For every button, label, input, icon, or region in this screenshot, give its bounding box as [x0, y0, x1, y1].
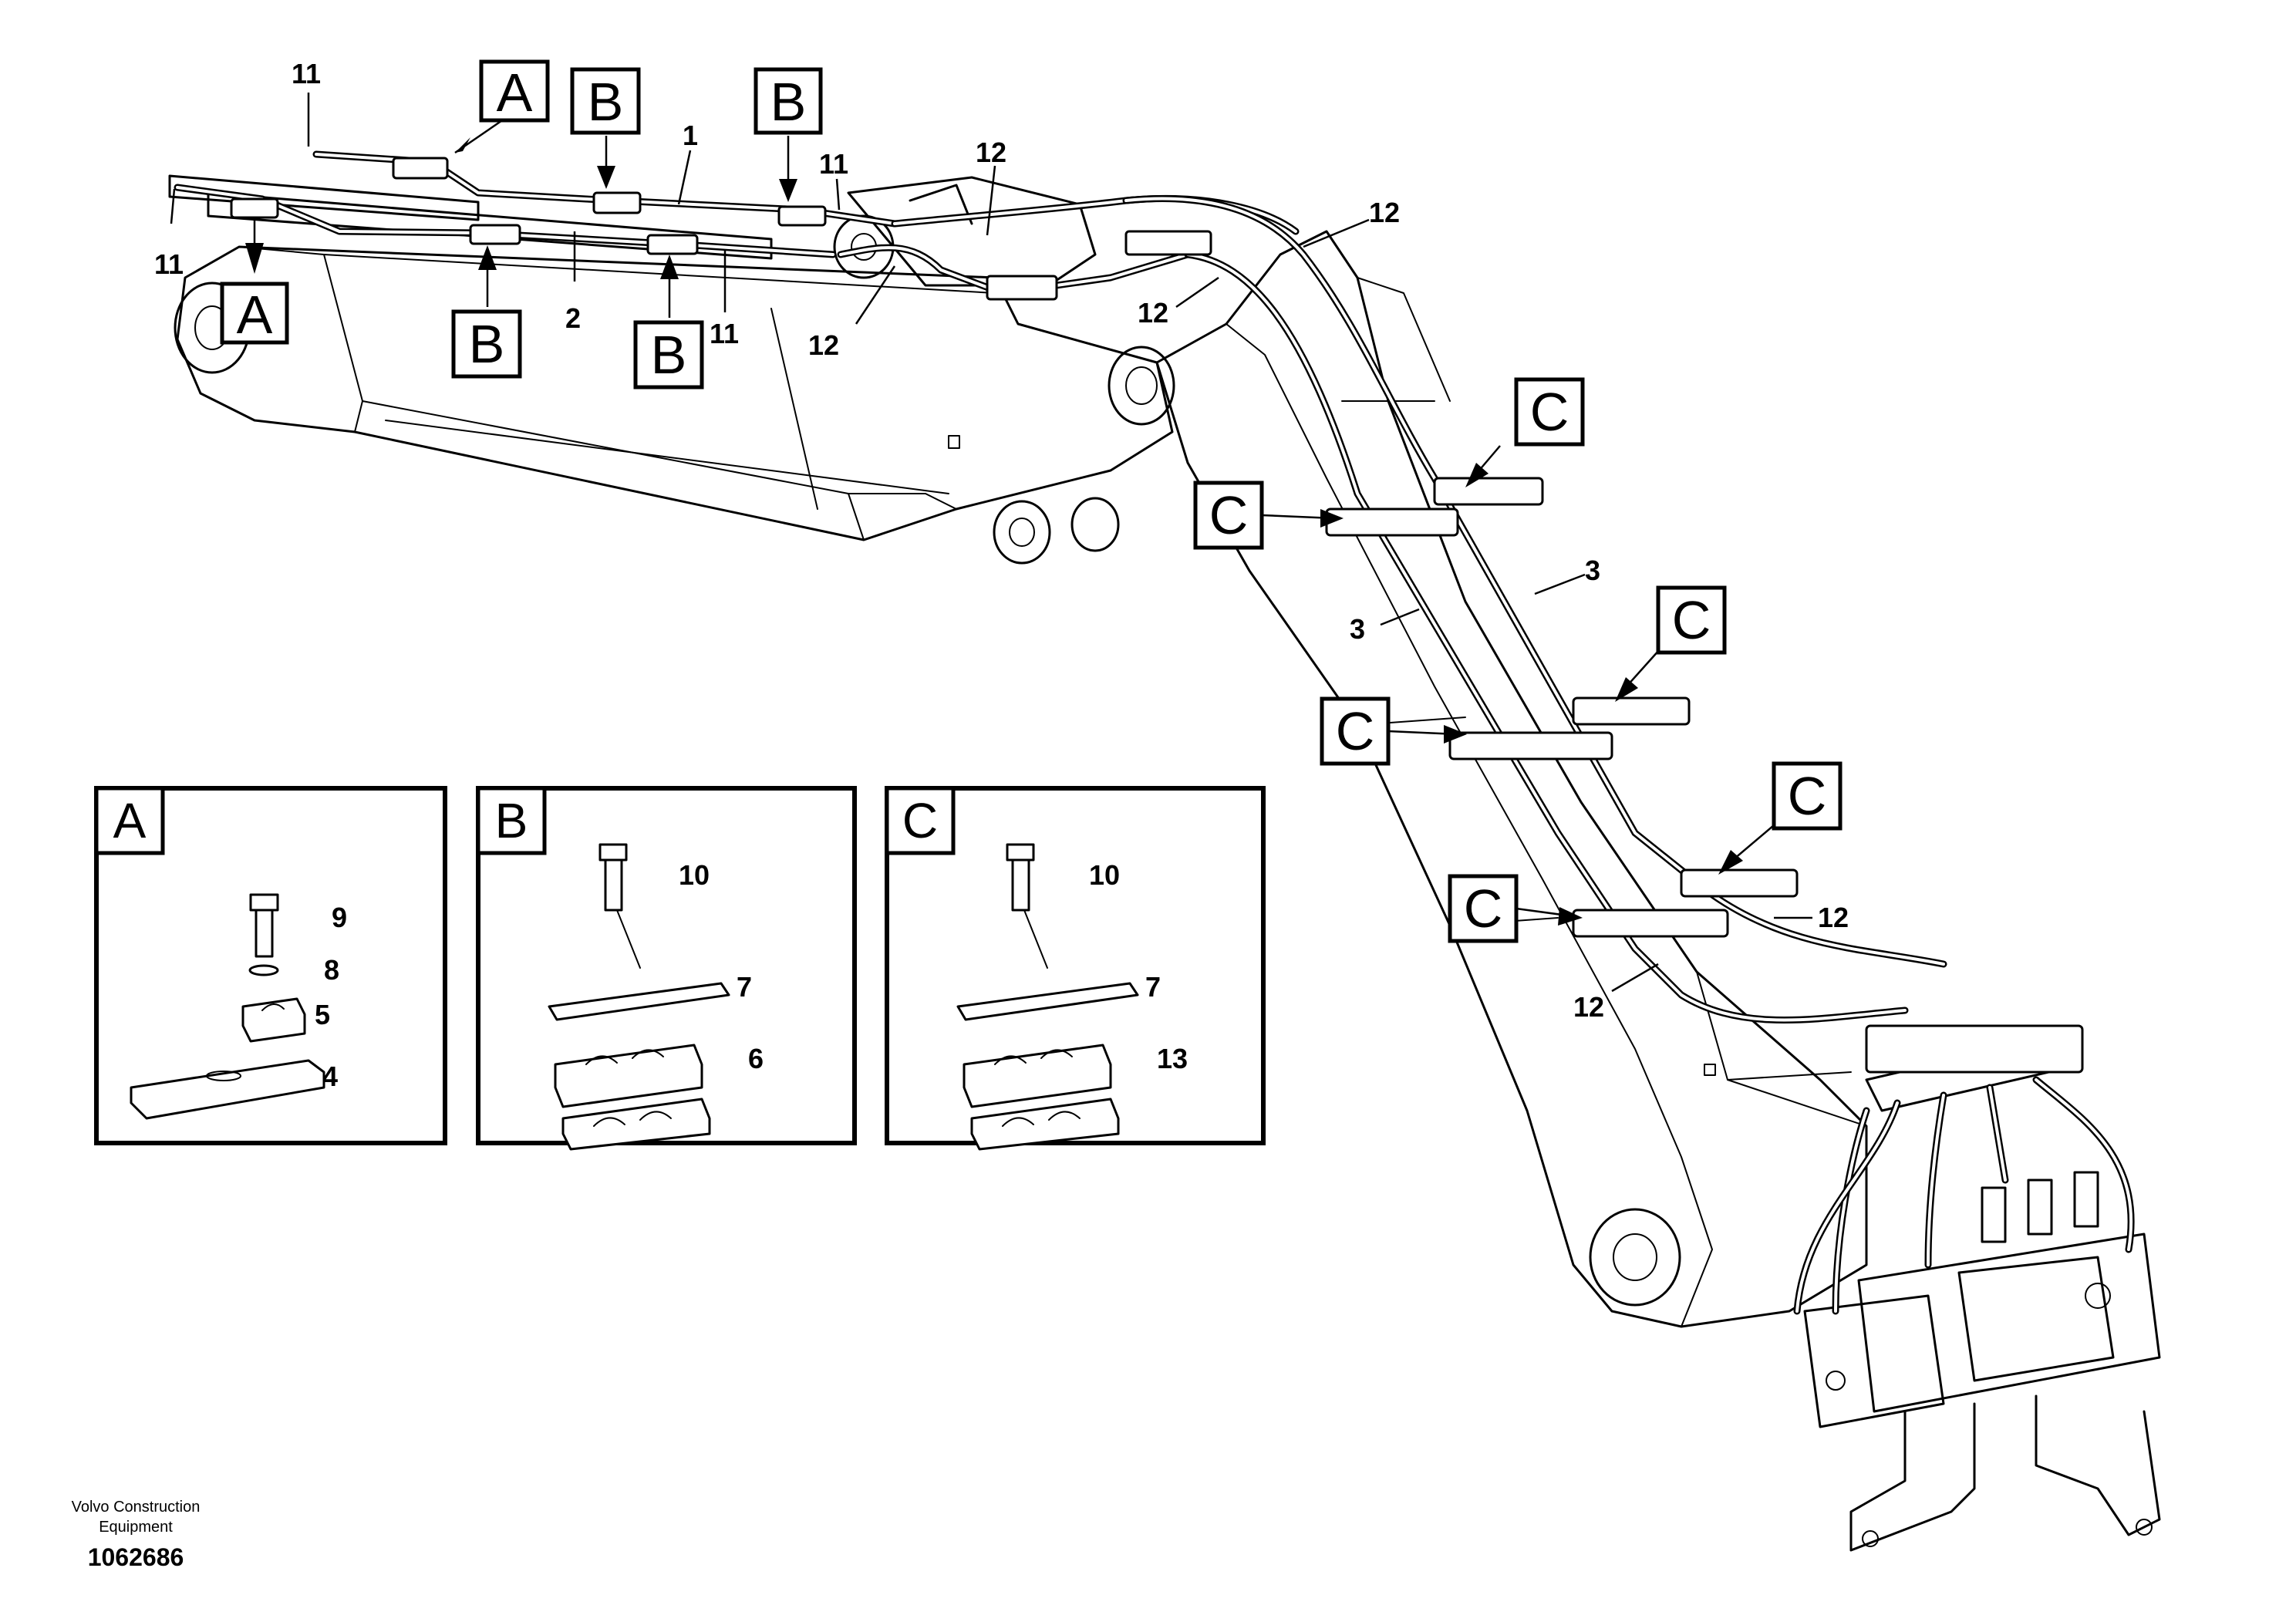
company-name-line2: Equipment: [99, 1519, 173, 1536]
svg-text:B: B: [588, 72, 624, 132]
svg-text:C: C: [1788, 766, 1827, 826]
part-number-12: 12: [1818, 902, 1849, 933]
part-number-12: 12: [1573, 991, 1604, 1023]
detail-b-title: B: [495, 793, 528, 848]
svg-text:A: A: [497, 62, 533, 123]
callout-a-top: A: [454, 59, 550, 154]
part-number-1: 1: [683, 120, 698, 151]
callout-c-3: C: [1615, 585, 1727, 702]
part-number-12: 12: [1138, 297, 1168, 329]
svg-text:B: B: [770, 72, 807, 132]
detail-c-title: C: [902, 793, 938, 848]
callout-c-1: C: [1465, 377, 1585, 487]
part-number-6: 6: [748, 1043, 764, 1074]
svg-text:C: C: [1464, 878, 1503, 939]
callout-b-3: B: [451, 245, 522, 379]
svg-text:C: C: [1209, 485, 1249, 545]
part-number-7: 7: [737, 971, 752, 1003]
callout-a-bottom: A: [220, 220, 289, 345]
detail-a-title: A: [113, 793, 147, 848]
part-number-12: 12: [976, 137, 1006, 168]
detail-panel-b: B 10 7 6: [476, 786, 857, 1151]
part-number-8: 8: [324, 954, 339, 986]
part-number-3: 3: [1585, 555, 1600, 586]
part-number-10: 10: [1089, 859, 1120, 891]
svg-text:C: C: [1672, 590, 1711, 650]
boom-structure: [168, 174, 2161, 1552]
detail-panel-c: C 10 7 13: [885, 786, 1266, 1151]
drawing-number: 1062686: [88, 1543, 184, 1571]
svg-text:B: B: [651, 325, 687, 385]
callout-b-1: B: [570, 67, 641, 189]
part-number-2: 2: [565, 302, 581, 334]
part-number-11: 11: [710, 318, 739, 349]
part-number-13: 13: [1157, 1043, 1188, 1074]
part-number-labels: 11 11 1 2 11 11 12 12 12 12 3 3 12 12: [154, 58, 1849, 1023]
callout-c-4: C: [1320, 696, 1467, 766]
svg-text:C: C: [1336, 701, 1375, 761]
company-name-line1: Volvo Construction: [72, 1499, 201, 1516]
part-number-7: 7: [1145, 971, 1161, 1003]
part-number-12: 12: [808, 329, 839, 361]
part-number-9: 9: [332, 902, 347, 933]
callout-b-2: B: [754, 67, 823, 202]
callout-c-5: C: [1718, 761, 1843, 875]
footer: Volvo Construction Equipment 1062686: [72, 1499, 201, 1571]
part-number-11: 11: [154, 248, 184, 280]
part-number-11: 11: [819, 148, 848, 180]
svg-text:C: C: [1530, 382, 1569, 442]
part-number-12: 12: [1369, 197, 1400, 228]
callout-c-2: C: [1193, 481, 1344, 550]
part-number-5: 5: [315, 999, 330, 1030]
hose-clamps: [230, 157, 2084, 1074]
svg-text:A: A: [237, 285, 273, 345]
svg-text:B: B: [469, 314, 505, 374]
callout-b-4: B: [633, 255, 704, 389]
part-number-10: 10: [679, 859, 710, 891]
hydraulic-hoses: [174, 150, 2135, 1315]
detail-panel-a: A 9 8 5 4: [94, 786, 447, 1145]
part-number-4: 4: [322, 1061, 338, 1092]
part-number-3: 3: [1350, 613, 1365, 645]
part-number-11: 11: [292, 58, 321, 89]
callout-c-6: C: [1448, 874, 1583, 943]
